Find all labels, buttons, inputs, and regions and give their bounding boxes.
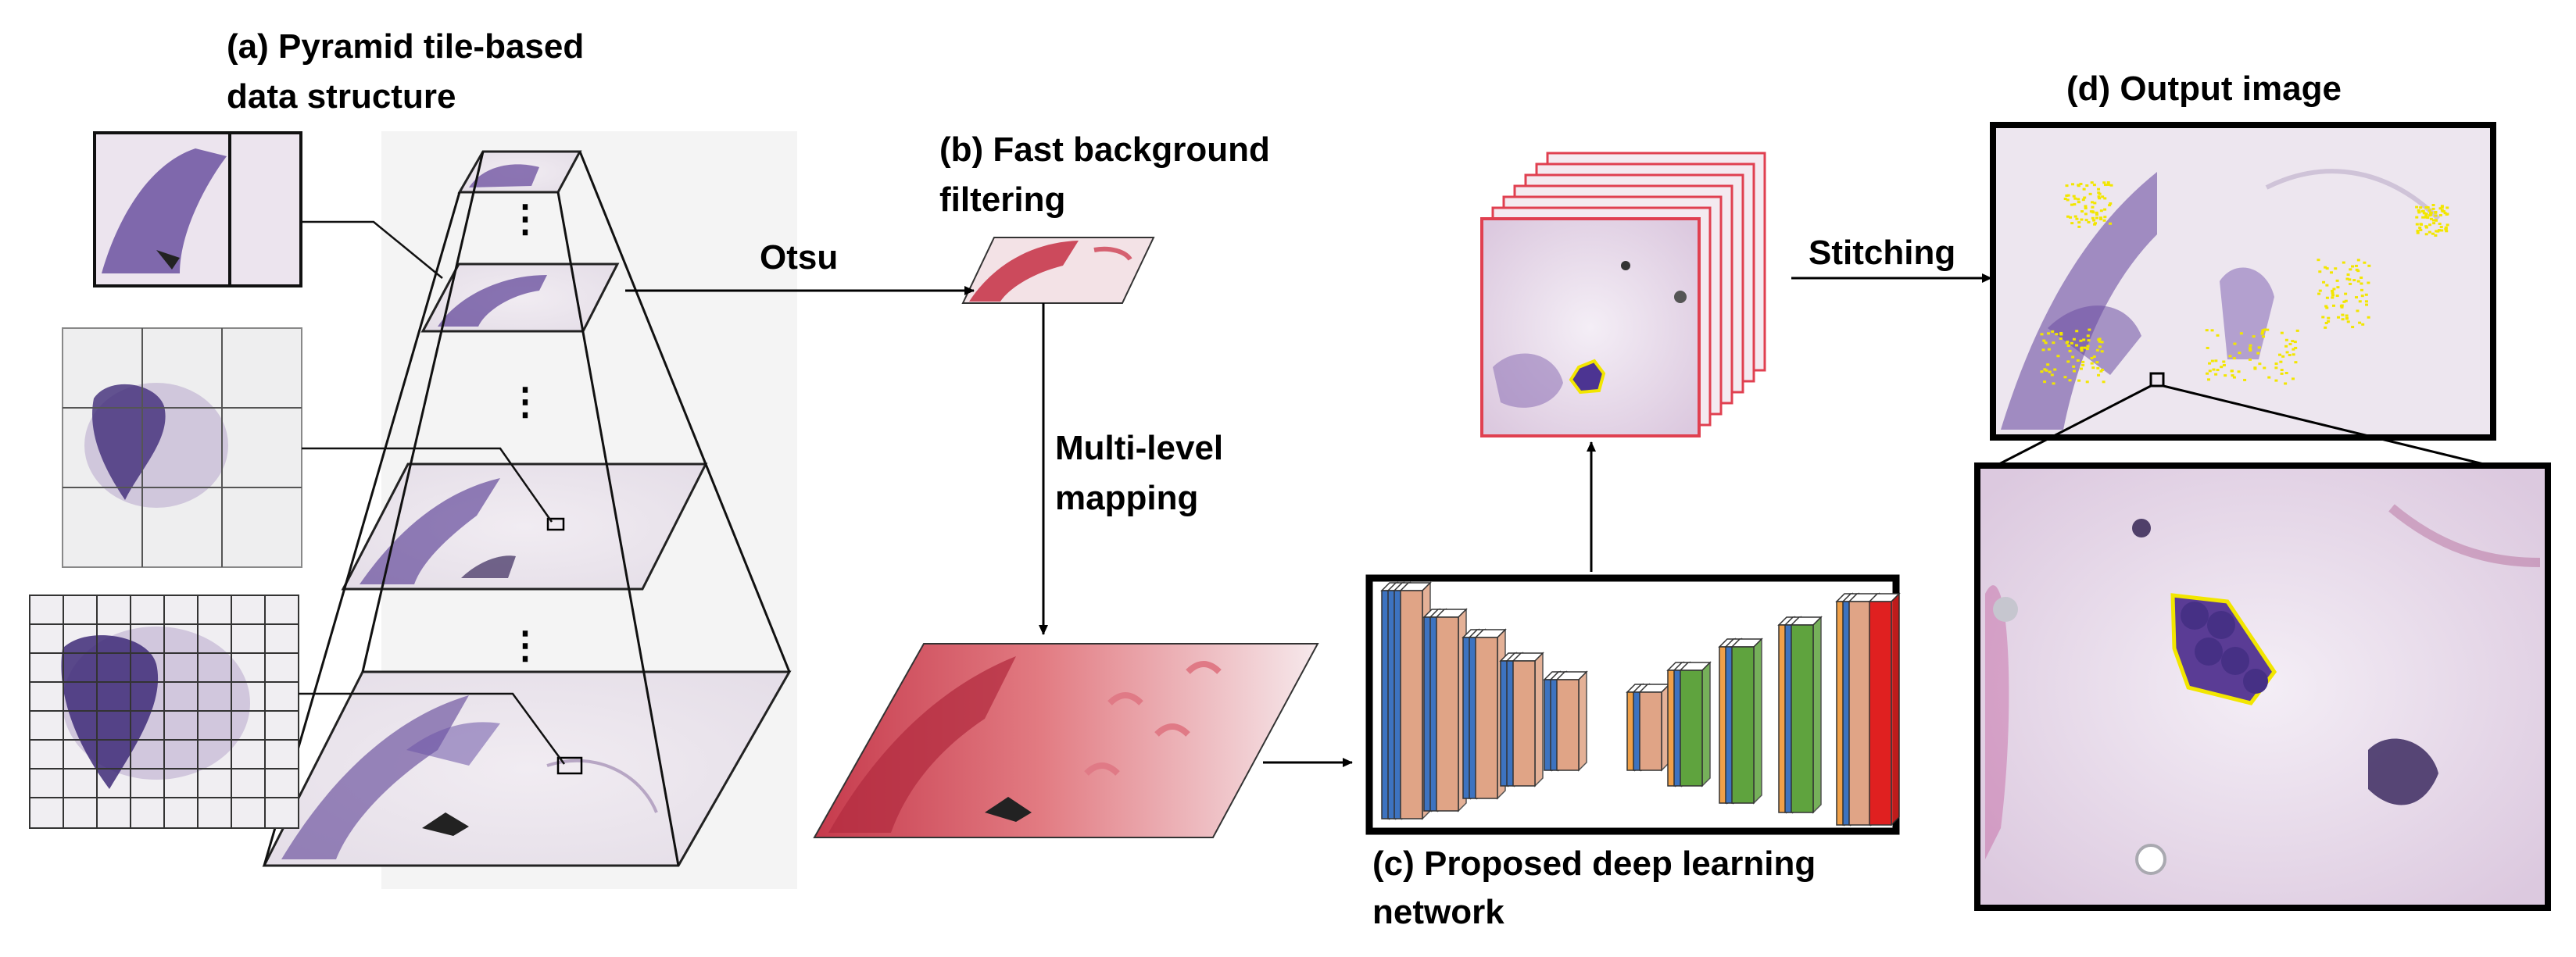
network-layer-9-3: [1868, 592, 1901, 827]
network-layer-5-2: [1638, 683, 1671, 772]
mapping-label-line1: Multi-level: [1055, 429, 1223, 467]
pyramid-level-4: [262, 670, 792, 867]
network-blocks: [1380, 581, 1901, 827]
prediction-tile-stack: [1480, 152, 1766, 437]
pyramid-title-line1: (a) Pyramid tile-based: [227, 27, 584, 66]
filter-section: [625, 237, 1353, 838]
output-section: [1974, 122, 2551, 911]
otsu-label: Otsu: [760, 238, 838, 277]
otsu-mask-large: [813, 643, 1319, 838]
filter-title-line1: (b) Fast background: [939, 130, 1270, 169]
network-title-line2: network: [1372, 893, 1504, 931]
mapping-label-line2: mapping: [1055, 479, 1198, 517]
thumbnail-connectors: [299, 220, 566, 765]
tile-thumbnail-level-2: [62, 327, 302, 568]
diagram-labels: (a) Pyramid tile-based data structure (b…: [227, 27, 2342, 931]
output-image: [1990, 122, 2496, 441]
detection-marks: [2040, 181, 2449, 385]
network-layer-1-2: [1435, 608, 1468, 812]
zoom-connectors: [1995, 384, 2491, 467]
filter-title-line2: filtering: [939, 180, 1065, 219]
vertical-ellipsis-icon: ⋮: [506, 625, 544, 666]
network-layer-4-2: [1555, 670, 1588, 772]
tile-thumbnail-level-1: [93, 131, 302, 287]
pyramid-level-2: [420, 262, 620, 333]
vertical-ellipsis-icon: ⋮: [506, 381, 544, 423]
network-title-line1: (c) Proposed deep learning: [1372, 845, 1816, 883]
network-layer-6-2: [1679, 661, 1712, 787]
network-layer-7-2: [1730, 637, 1763, 805]
otsu-mask-small: [961, 237, 1155, 304]
pyramid-section: ⋮ ⋮ ⋮: [29, 131, 797, 889]
tile-thumbnail-level-3: [29, 595, 299, 829]
network-section: [1365, 441, 1901, 835]
pyramid-title-line2: data structure: [227, 77, 456, 116]
zoom-inset: [1974, 462, 2551, 911]
vertical-ellipsis-icon: ⋮: [506, 198, 544, 240]
front-tile: [1480, 217, 1701, 437]
network-layer-8-2: [1790, 616, 1823, 814]
output-title: (d) Output image: [2066, 70, 2342, 108]
network-layer-3-2: [1512, 652, 1544, 787]
stitching-label: Stitching: [1809, 234, 1955, 272]
